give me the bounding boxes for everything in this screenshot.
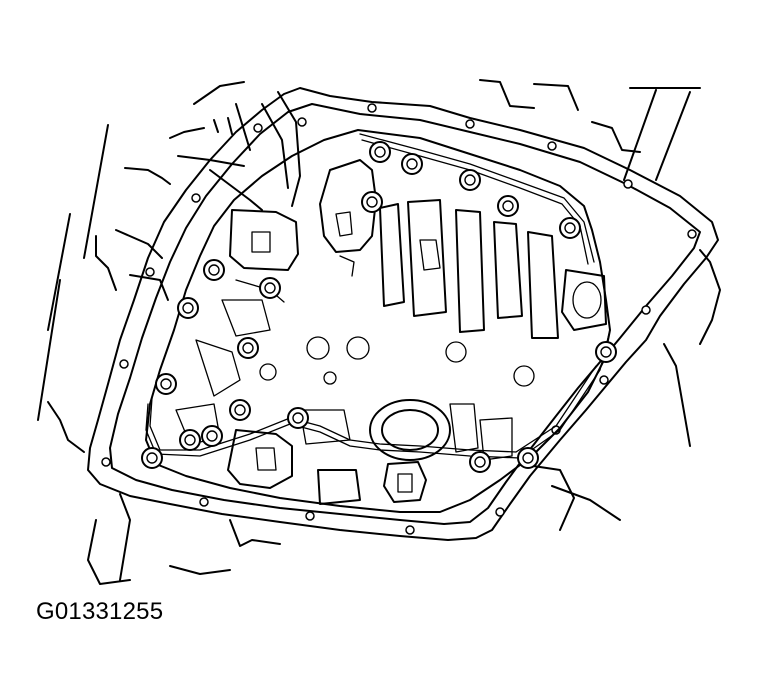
bolt	[287, 407, 309, 429]
bolt	[141, 447, 163, 469]
bolt	[203, 259, 225, 281]
case-flange	[87, 87, 719, 541]
transmission-case-outline	[37, 79, 721, 585]
bolt	[459, 169, 481, 191]
bolt	[179, 429, 201, 451]
bolt	[517, 447, 539, 469]
bolt	[595, 341, 617, 363]
mounting-bolts	[141, 141, 617, 473]
bolt	[469, 451, 491, 473]
bolt	[237, 337, 259, 359]
valve-body	[145, 129, 611, 513]
bolt	[201, 425, 223, 447]
bolt	[177, 297, 199, 319]
figure-id-label: G01331255	[36, 598, 164, 625]
wiring-harness	[145, 133, 611, 459]
bolt	[369, 141, 391, 163]
bolt	[229, 399, 251, 421]
bolt	[155, 373, 177, 395]
bolt	[361, 191, 383, 213]
bolt	[401, 153, 423, 175]
bolt	[559, 217, 581, 239]
bolt	[259, 277, 281, 299]
bolt	[497, 195, 519, 217]
